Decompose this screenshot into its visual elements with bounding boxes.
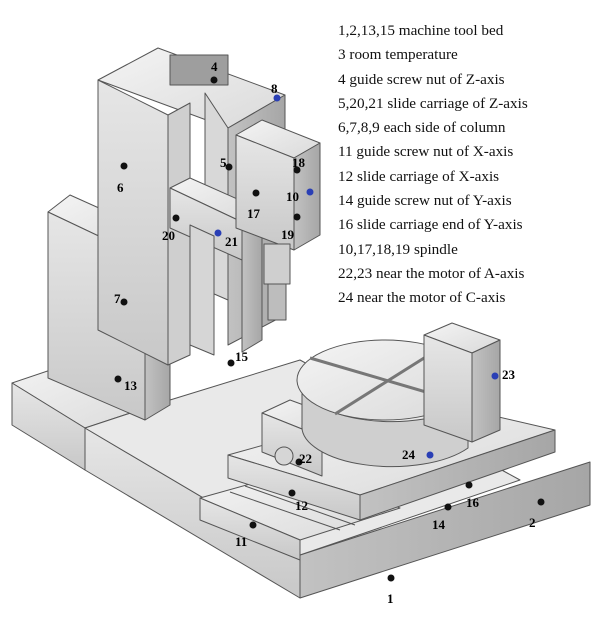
- point-label: 16: [466, 495, 480, 510]
- point-2: 2: [529, 498, 545, 530]
- legend-item: 10,17,18,19 spindle: [338, 240, 458, 258]
- point-marker: [295, 458, 303, 466]
- legend-item: 4 guide screw nut of Z-axis: [338, 70, 505, 88]
- point-marker: [537, 498, 545, 506]
- point-label: 17: [247, 206, 261, 221]
- point-marker: [273, 94, 281, 102]
- point-23: 23: [491, 367, 516, 382]
- spindle-head: [235, 119, 321, 321]
- legend-item: 6,7,8,9 each side of column: [338, 119, 506, 137]
- legend-item: 22,23 near the motor of A-axis: [338, 264, 525, 282]
- legend-item: 5,20,21 slide carriage of Z-axis: [338, 94, 528, 112]
- point-17: 17: [247, 189, 261, 221]
- point-22: 22: [295, 451, 312, 466]
- point-21: 21: [214, 229, 238, 249]
- point-20: 20: [162, 214, 180, 243]
- point-label: 24: [402, 447, 416, 462]
- point-19: 19: [281, 213, 301, 242]
- point-marker: [214, 229, 222, 237]
- point-marker: [114, 375, 122, 383]
- point-marker: [252, 189, 260, 197]
- point-label: 8: [271, 81, 278, 96]
- point-14: 14: [432, 503, 452, 532]
- legend-item: 16 slide carriage end of Y-axis: [338, 216, 523, 234]
- point-24: 24: [402, 447, 434, 462]
- point-label: 13: [124, 378, 138, 393]
- legend-item: 14 guide screw nut of Y-axis: [338, 192, 512, 210]
- point-7: 7: [114, 291, 128, 306]
- point-marker: [293, 213, 301, 221]
- point-label: 7: [114, 291, 121, 306]
- point-label: 14: [432, 517, 446, 532]
- point-label: 11: [235, 534, 247, 549]
- point-marker: [293, 166, 301, 174]
- a-axis-support: [423, 322, 501, 443]
- point-5: 5: [220, 155, 233, 171]
- point-1: 1: [387, 574, 395, 606]
- point-marker: [210, 76, 218, 84]
- point-label: 23: [502, 367, 516, 382]
- point-label: 12: [295, 498, 308, 513]
- point-marker: [172, 214, 180, 222]
- point-label: 19: [281, 227, 295, 242]
- point-10: 10: [286, 188, 314, 204]
- point-marker: [491, 372, 499, 380]
- point-marker: [426, 451, 434, 459]
- point-4: 4: [210, 59, 218, 84]
- point-label: 15: [235, 349, 249, 364]
- point-11: 11: [235, 521, 257, 549]
- point-16: 16: [465, 481, 480, 510]
- point-15: 15: [227, 349, 249, 367]
- point-12: 12: [288, 489, 308, 513]
- legend: 1,2,13,15 machine tool bed 3 room temper…: [338, 19, 596, 311]
- point-label: 4: [211, 59, 218, 74]
- point-8: 8: [271, 81, 281, 102]
- point-6: 6: [117, 162, 128, 195]
- point-label: 5: [220, 155, 227, 170]
- point-label: 22: [299, 451, 312, 466]
- point-marker: [225, 163, 233, 171]
- legend-item: 11 guide screw nut of X-axis: [338, 143, 514, 161]
- point-13: 13: [114, 375, 138, 393]
- legend-item: 3 room temperature: [338, 46, 458, 64]
- point-label: 6: [117, 180, 124, 195]
- z-slide-carriage: [169, 177, 263, 356]
- point-marker: [288, 489, 296, 497]
- point-18: 18: [292, 155, 306, 174]
- point-marker: [120, 162, 128, 170]
- point-label: 18: [292, 155, 306, 170]
- point-marker: [306, 188, 314, 196]
- point-marker: [444, 503, 452, 511]
- point-label: 10: [286, 189, 299, 204]
- point-marker: [227, 359, 235, 367]
- legend-item: 1,2,13,15 machine tool bed: [338, 22, 504, 39]
- point-label: 2: [529, 515, 536, 530]
- point-label: 21: [225, 234, 238, 249]
- point-marker: [120, 298, 128, 306]
- point-label: 1: [387, 591, 394, 606]
- point-label: 20: [162, 228, 175, 243]
- point-marker: [465, 481, 473, 489]
- point-marker: [249, 521, 257, 529]
- legend-item: 24 near the motor of C-axis: [338, 289, 506, 307]
- legend-item: 12 slide carriage of X-axis: [338, 167, 500, 185]
- point-marker: [387, 574, 395, 582]
